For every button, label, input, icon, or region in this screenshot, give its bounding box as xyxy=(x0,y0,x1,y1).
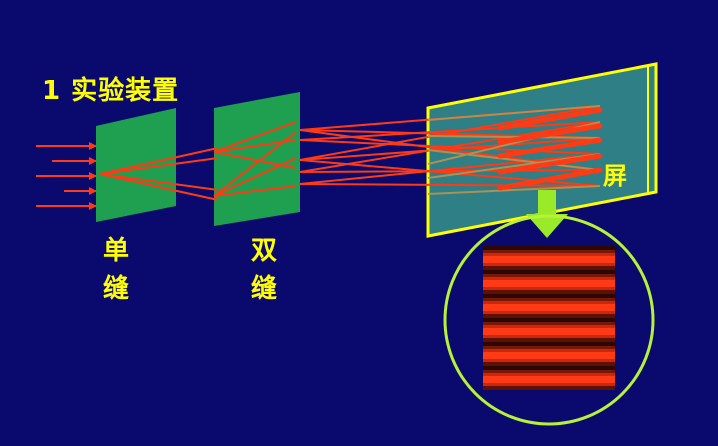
ray xyxy=(427,185,601,195)
ray xyxy=(299,121,601,173)
bright-fringe xyxy=(497,153,603,175)
single-slit-label-char: 缝 xyxy=(102,274,129,304)
slide-title: 1 实验装置 xyxy=(42,76,180,106)
rays-single-to-double xyxy=(99,147,219,201)
double-slit-label: 双 缝 xyxy=(244,232,284,308)
ray xyxy=(427,149,601,171)
ray xyxy=(213,157,297,197)
rays-on-screen xyxy=(427,105,601,195)
rays-through-double-slit xyxy=(213,121,297,197)
ray xyxy=(213,185,297,197)
single-slit-label-char: 单 xyxy=(102,236,129,266)
ray xyxy=(299,121,601,141)
ray xyxy=(213,131,297,197)
ray xyxy=(99,173,219,201)
ray xyxy=(299,153,601,185)
single-slit-label: 单 缝 xyxy=(96,232,136,308)
ray xyxy=(427,153,601,179)
down-arrow-icon xyxy=(526,190,568,238)
ray xyxy=(213,121,297,153)
magnifier-ring xyxy=(443,214,655,426)
ray xyxy=(299,105,601,161)
ray xyxy=(99,157,219,175)
ray xyxy=(99,147,219,175)
double-slit-label-char: 双 xyxy=(250,236,277,266)
bright-fringe xyxy=(497,123,603,145)
fringe-pattern xyxy=(483,246,615,390)
bright-fringe xyxy=(497,107,603,131)
ray xyxy=(99,173,219,191)
single-slit-plate xyxy=(96,108,176,222)
double-slit-plate xyxy=(214,92,300,226)
bright-fringe xyxy=(497,137,603,159)
ray xyxy=(299,137,601,161)
ray xyxy=(299,169,601,173)
ray xyxy=(427,135,601,139)
bright-fringe xyxy=(497,167,603,191)
incident-light-arrows xyxy=(36,142,97,210)
ray xyxy=(299,183,601,187)
screen-label: 屏 xyxy=(603,162,627,190)
screen-fringes xyxy=(497,107,603,191)
ray xyxy=(427,105,601,121)
double-slit-label-char: 缝 xyxy=(250,274,277,304)
